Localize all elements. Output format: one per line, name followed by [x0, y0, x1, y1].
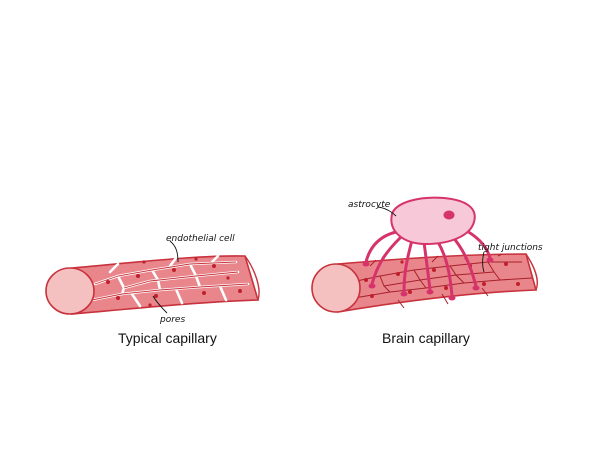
typical-capillary-caption: Typical capillary: [118, 330, 217, 346]
astrocyte-body: [390, 196, 476, 246]
pores-pointer: [152, 295, 168, 314]
brain-capillary-far-end: [525, 253, 538, 291]
astrocyte-end-feet: [362, 257, 494, 301]
endothelial-cell-pointer: [169, 240, 179, 263]
brain-capillary: [311, 253, 538, 313]
tight-junctions-label: tight junctions: [478, 243, 543, 253]
endothelial-cell-label: endothelial cell: [166, 234, 235, 244]
pores-label: pores: [159, 315, 185, 325]
astrocyte: astrocyte tight junctions: [348, 196, 543, 301]
tight-junctions-pointer: [482, 251, 485, 273]
typical-capillary: endothelial cell pores: [45, 234, 260, 325]
typical-capillary-far-end: [244, 255, 260, 301]
astrocyte-label: astrocyte: [348, 200, 391, 210]
endothelial-cell-outlines: [91, 261, 249, 301]
typical-nuclei: [106, 257, 242, 307]
typical-capillary-end: [45, 267, 95, 315]
astrocyte-nucleus: [443, 210, 455, 220]
brain-capillary-caption: Brain capillary: [382, 330, 470, 346]
brain-capillary-end: [311, 263, 361, 313]
astrocyte-pointer: [377, 206, 397, 217]
